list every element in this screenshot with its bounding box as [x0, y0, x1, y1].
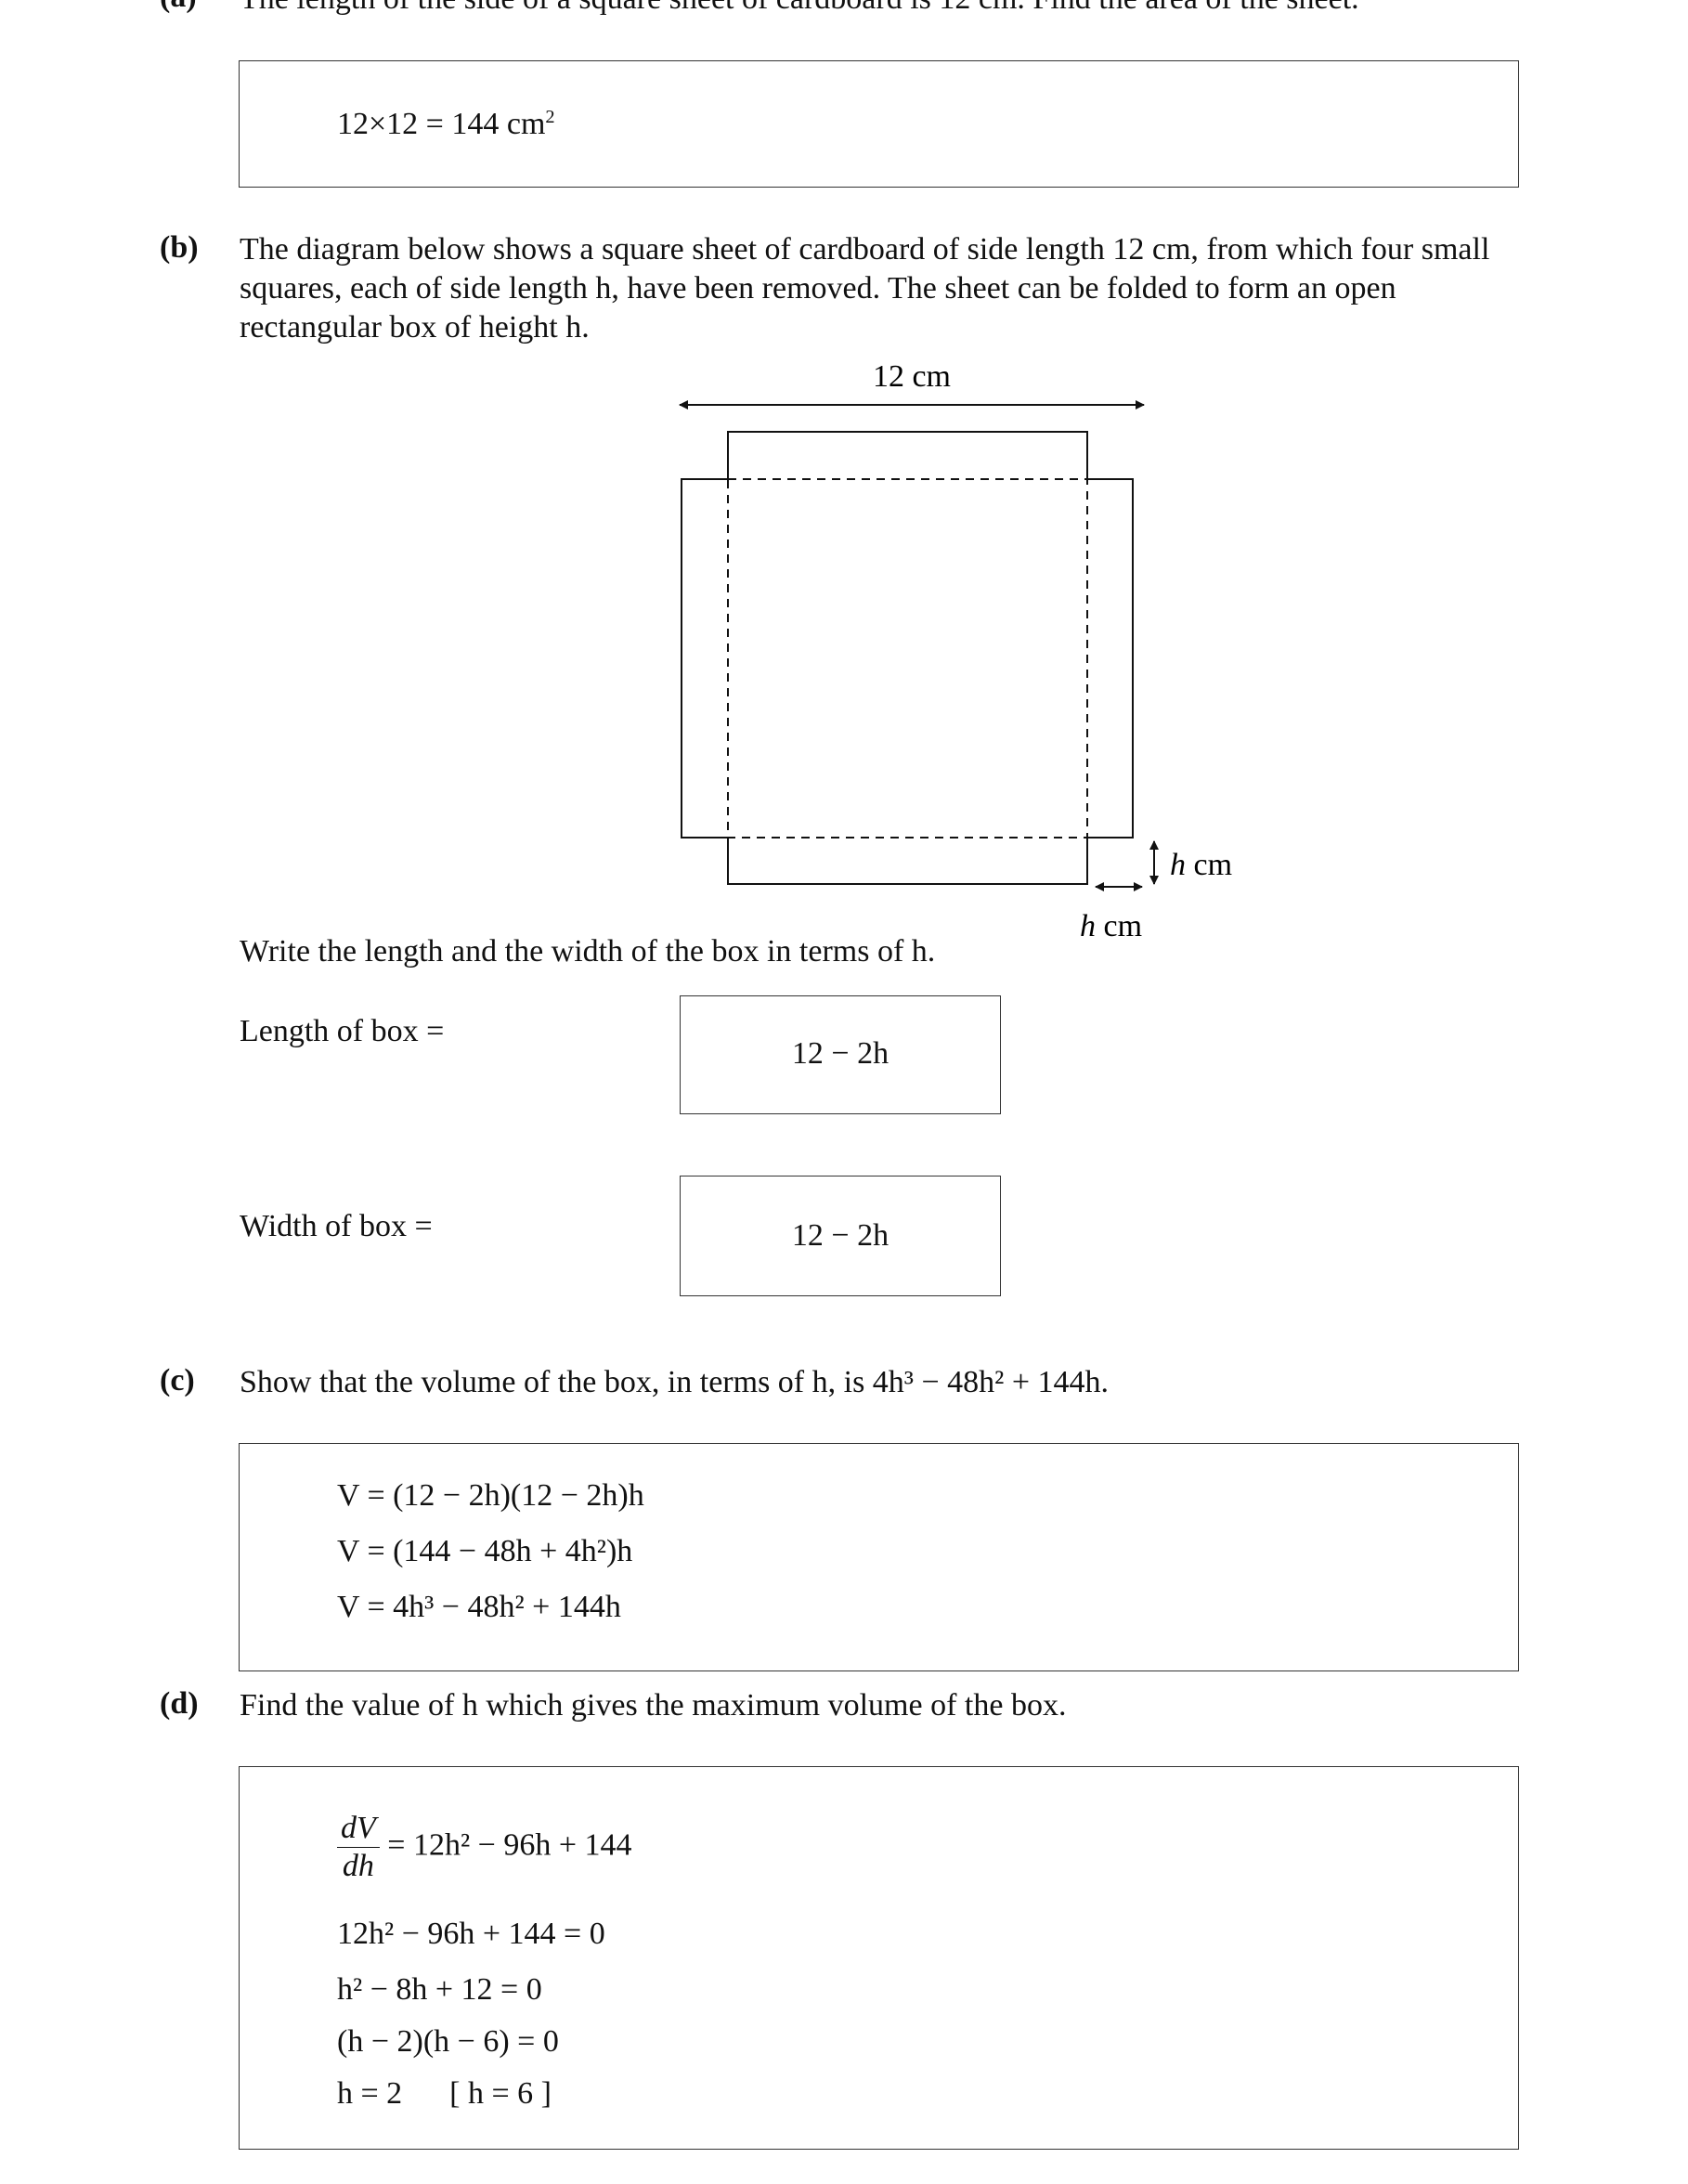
net-outline: [681, 431, 1134, 885]
part-c-line-2: V = (144 − 48h + 4h²)h: [337, 1534, 633, 1568]
length-answer-box: 12 − 2h: [680, 995, 1001, 1114]
h-right-label: h cm: [1170, 848, 1232, 882]
length-answer: 12 − 2h: [791, 1036, 889, 1071]
part-d-question: Find the value of h which gives the maxi…: [240, 1688, 1067, 1722]
part-b-instruction: Write the length and the width of the bo…: [240, 934, 936, 968]
part-a-label: (a): [160, 0, 197, 15]
part-d-line-4: h = 2 [ h = 6 ]: [337, 2076, 552, 2111]
part-c-answer-box: V = (12 − 2h)(12 − 2h)h V = (144 − 48h +…: [239, 1443, 1519, 1671]
width-label: 12 cm: [873, 359, 951, 394]
width-answer: 12 − 2h: [791, 1218, 889, 1253]
fold-lines: [727, 478, 1088, 838]
cardboard-net-diagram: 12 cm h cm h cm: [679, 359, 1232, 943]
part-b-question: The diagram below shows a square sheet o…: [240, 232, 1490, 344]
part-d-label: (d): [160, 1686, 199, 1721]
part-c-line-3: V = 4h³ − 48h² + 144h: [337, 1590, 621, 1624]
width-answer-box: 12 − 2h: [680, 1176, 1001, 1296]
part-d-answer-box: dV dh = 12h² − 96h + 144 12h² − 96h + 14…: [239, 1766, 1519, 2150]
part-a-question: The length of the side of a square sheet…: [240, 0, 1539, 19]
part-d-line-1: 12h² − 96h + 144 = 0: [337, 1917, 605, 1951]
part-a-answer: 12×12 = 144 cm2: [337, 106, 555, 141]
part-c-question: Show that the volume of the box, in term…: [240, 1365, 1110, 1399]
part-a-answer-box: 12×12 = 144 cm2: [239, 60, 1519, 188]
part-d-line-3: (h − 2)(h − 6) = 0: [337, 2024, 559, 2059]
part-c-line-1: V = (12 − 2h)(12 − 2h)h: [337, 1478, 644, 1513]
length-label: Length of box =: [240, 1014, 445, 1048]
part-b-label: (b): [160, 230, 199, 265]
derivative-fraction: dV dh: [337, 1810, 380, 1885]
part-d-line-2: h² − 8h + 12 = 0: [337, 1972, 542, 2007]
part-c-label: (c): [160, 1363, 195, 1398]
h-bottom-label: h cm: [1080, 909, 1142, 943]
part-d-derivative: dV dh = 12h² − 96h + 144: [337, 1810, 632, 1885]
width-label-text: Width of box =: [240, 1209, 433, 1243]
